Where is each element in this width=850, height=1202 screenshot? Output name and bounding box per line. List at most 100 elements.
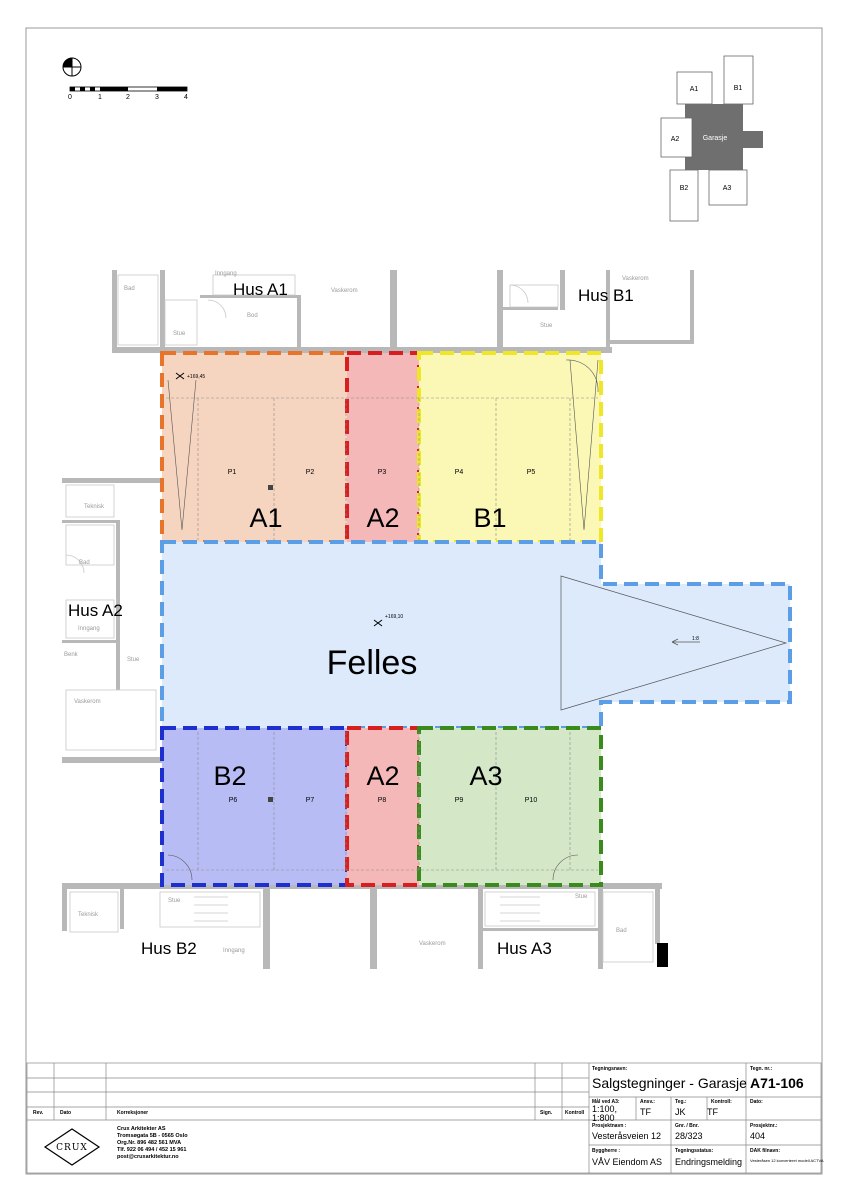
room-label: Inngang [215, 271, 237, 277]
room-label: Vaskerom [622, 276, 649, 282]
gnr-label: Gnr. / Bnr. [675, 1123, 699, 1129]
ramp [560, 575, 788, 711]
ramp-slope-label: 1:8 [692, 636, 699, 642]
key-plan-label-garasje: Garasje [703, 135, 728, 142]
company-phone: Tlf. 922 06 494 / 452 15 961 [117, 1147, 187, 1153]
zone-label-a3: A3 [469, 761, 502, 791]
room-label: Stue [127, 657, 140, 663]
tegningsstatus-label: Tegningsstatus: [675, 1148, 714, 1154]
room-label: Vaskerom [331, 288, 358, 294]
level-mark-icon [175, 372, 383, 627]
room-label: Vaskerom [74, 699, 101, 705]
kontroll2-value: TF [707, 1107, 718, 1117]
scale-tick-0: 0 [68, 94, 72, 101]
company-address: Tromsøgata 5B - 0565 Oslo [117, 1133, 188, 1139]
column-mark [268, 797, 273, 802]
door-wedges [167, 359, 599, 881]
dato-label: Dato [60, 1110, 72, 1116]
scale-tick-1: 1 [98, 94, 102, 101]
dak-label: DAK filnavn: [750, 1148, 780, 1154]
dak-value: Vesteråsen 12 konverteret modell ACTVA [750, 1158, 824, 1163]
tegn-nr-value: A71-106 [750, 1075, 804, 1091]
scale-tick-4: 4 [184, 94, 188, 101]
parking-label: P5 [527, 469, 536, 476]
key-plan-garasje [685, 104, 743, 170]
company-info: Crux Arkitekter AS Tromsøgata 5B - 0565 … [117, 1126, 188, 1161]
zone-felles [160, 540, 792, 730]
byggherre-value: VÅV Eiendom AS [592, 1157, 663, 1167]
zone-b2 [160, 726, 349, 887]
scale-bar [69, 86, 188, 92]
scale-tick-3: 3 [155, 94, 159, 101]
key-plan-label-a1: A1 [690, 86, 699, 93]
tegn-label: Teg.: [675, 1099, 687, 1105]
room-label: Teknisk [84, 504, 105, 510]
room-label: Bad [124, 286, 135, 292]
key-plan [660, 55, 763, 222]
house-label-b1: Hus B1 [578, 286, 634, 305]
sheet-frame [25, 27, 823, 1175]
gnr-value: 28/323 [675, 1131, 703, 1141]
company-name: Crux Arkitekter AS [117, 1126, 166, 1132]
room-label: Bad [79, 560, 90, 566]
parking-lines [166, 397, 598, 871]
parking-label: P8 [378, 797, 387, 804]
parking-label: P6 [229, 797, 238, 804]
prosjektnavn-value: Vesteråsveien 12 [592, 1131, 662, 1141]
prosjektnavn-label: Prosjektnavn : [592, 1123, 627, 1129]
key-plan-label-b1: B1 [734, 85, 743, 92]
tegningsnavn-label: Tegningsnavn: [592, 1066, 628, 1072]
key-plan-label-a2: A2 [671, 136, 680, 143]
tegningsnavn-value: Salgstegninger - Garasje [592, 1075, 747, 1091]
sign-label: Sign. [540, 1110, 553, 1116]
scale-tick-2: 2 [126, 94, 130, 101]
north-arrow-icon [62, 57, 82, 77]
column-mark [268, 485, 273, 490]
zone-label-a2-bottom: A2 [366, 761, 399, 791]
room-label: Teknisk [78, 912, 99, 918]
parking-label: P3 [378, 469, 387, 476]
zone-label-felles: Felles [327, 644, 418, 682]
zone-label-b1: B1 [473, 503, 506, 533]
key-plan-a2 [660, 117, 693, 158]
room-label: Inngang [78, 626, 100, 632]
room-label: Stue [168, 898, 181, 904]
room-label: Stue [540, 323, 553, 329]
parking-label: P1 [228, 469, 237, 476]
kontroll2-label: Kontroll: [711, 1099, 732, 1105]
zone-b1 [417, 351, 603, 544]
key-plan-b2 [669, 169, 699, 222]
chimney-mark [657, 943, 668, 967]
title-block-grid [26, 1062, 822, 1174]
ansv-label: Ansv.: [640, 1099, 655, 1105]
tegn-nr-label: Tegn. nr.: [750, 1066, 773, 1072]
prosjektnr-label: Prosjektnr.: [750, 1123, 778, 1129]
house-label-a3: Hus A3 [497, 939, 552, 958]
tegningsstatus-value: Endringsmelding [675, 1157, 743, 1167]
parking-label: P2 [306, 469, 315, 476]
prosjektnr-value: 404 [750, 1131, 766, 1141]
parking-label: P7 [306, 797, 315, 804]
malestokk-value: 1:100, 1:800 [592, 1104, 618, 1123]
key-plan-a1 [676, 71, 713, 105]
room-label: Stue [173, 331, 186, 337]
parking-label: P9 [455, 797, 464, 804]
kontroll-label: Kontroll [565, 1110, 585, 1116]
zone-label-a2-top: A2 [366, 503, 399, 533]
level-label-top: +169,45 [187, 374, 205, 380]
room-label: Vaskerom [419, 941, 446, 947]
room-label: Bad [616, 928, 627, 934]
crux-logo-text: CRUX [56, 1143, 88, 1153]
zone-label-a1: A1 [249, 503, 282, 533]
key-plan-a3 [708, 169, 748, 206]
rev-label: Rev. [33, 1110, 44, 1116]
company-orgnr: Org.Nr. 896 482 561 MVA [117, 1140, 182, 1146]
room-label: Benk [64, 652, 79, 658]
dato2-label: Dato: [750, 1099, 763, 1105]
zone-label-b2: B2 [213, 761, 246, 791]
zone-a3 [417, 726, 603, 887]
key-plan-label-a3: A3 [723, 185, 732, 192]
key-plan-b1 [723, 55, 754, 105]
room-label: Inngang [223, 948, 245, 954]
